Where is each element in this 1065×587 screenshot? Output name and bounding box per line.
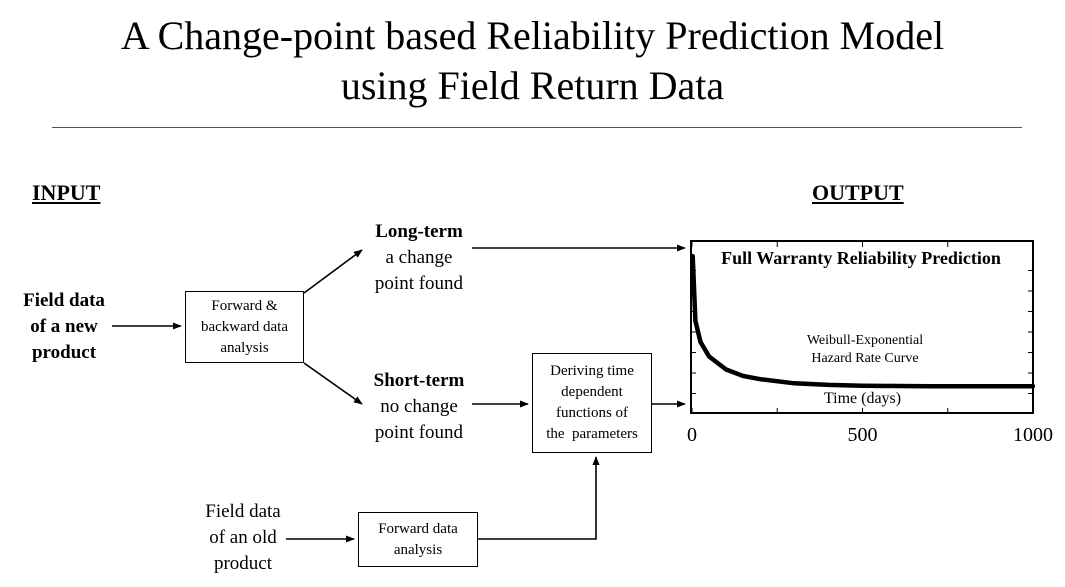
long-term-line-1: a change [385,247,453,268]
new-product-line-1: Field data [23,290,105,311]
page-title-line-1: A Change-point based Reliability Predict… [120,13,945,58]
deriving-line-2: dependent [561,384,623,400]
forward-backward-analysis-box: Forward & backward data analysis [185,291,304,363]
hazard-rate-plot [690,240,1035,414]
short-term-line-2: point found [374,422,464,443]
forward-analysis-box: Forward data analysis [358,512,478,567]
short-term-head: Short-term [373,370,465,391]
fb-analysis-line-1: Forward & [211,297,278,314]
title-divider [52,127,1022,128]
short-term-label: Short-term no change point found [352,368,486,446]
arrow-f-to-deriving [478,456,600,540]
output-heading: OUTPUT [812,180,904,205]
curve-label-line-1: Weibull-Exponential [806,333,924,348]
deriving-line-4: the parameters [546,426,638,442]
long-term-line-2: point found [374,273,464,294]
deriving-line-3: functions of [555,405,629,421]
fb-analysis-line-2: backward data [200,318,289,335]
deriving-line-1: Deriving time [550,363,634,379]
plot-title: Full Warranty Reliability Prediction [721,248,1001,268]
page-title-line-2: using Field Return Data [340,63,725,108]
long-term-label: Long-term a change point found [352,219,486,297]
x-tick-label: 500 [847,424,878,446]
f-analysis-line-1: Forward data [378,520,458,537]
curve-label-line-2: Hazard Rate Curve [811,351,919,366]
plot-xlabel: Time (days) [823,390,902,407]
short-term-line-1: no change [380,396,458,417]
arrow-fb-to-long [303,249,363,294]
old-product-line-2: of an old [209,527,277,548]
x-tick-label: 1000 [1013,424,1053,446]
new-product-line-2: of a new [30,316,98,337]
fb-analysis-line-3: analysis [220,339,269,356]
f-analysis-line-2: analysis [393,541,443,558]
curve-label: Weibull-Exponential Hazard Rate Curve [770,332,960,368]
old-product-label: Field data of an old product [190,499,296,577]
old-product-line-1: Field data [205,501,281,522]
new-product-line-3: product [31,342,97,363]
input-heading: INPUT [32,180,101,205]
long-term-head: Long-term [375,221,463,242]
arrow-fb-to-short [303,362,363,405]
x-tick-label: 0 [687,424,697,446]
old-product-line-3: product [213,553,273,574]
hazard-rate-curve [690,253,1035,389]
deriving-functions-box: Deriving time dependent functions of the… [532,353,652,453]
new-product-label: Field data of a new product [12,288,116,366]
